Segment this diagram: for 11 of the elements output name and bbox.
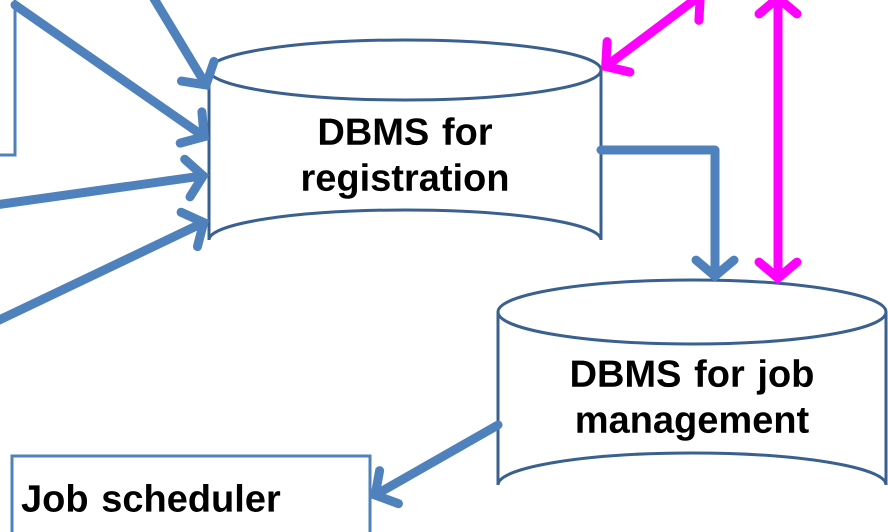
process-box: Job scheduler — [10, 454, 372, 532]
cylinder: DBMS for job management — [496, 278, 888, 486]
arrow — [0, 154, 210, 210]
box-outline — [0, 0, 17, 156]
cylinder: DBMS for registration — [208, 38, 602, 242]
arrow — [10, 0, 209, 148]
arrow — [601, 0, 705, 77]
arrow — [754, 0, 802, 284]
arrow — [0, 208, 210, 326]
arrow — [596, 146, 738, 282]
arrow — [370, 420, 502, 508]
